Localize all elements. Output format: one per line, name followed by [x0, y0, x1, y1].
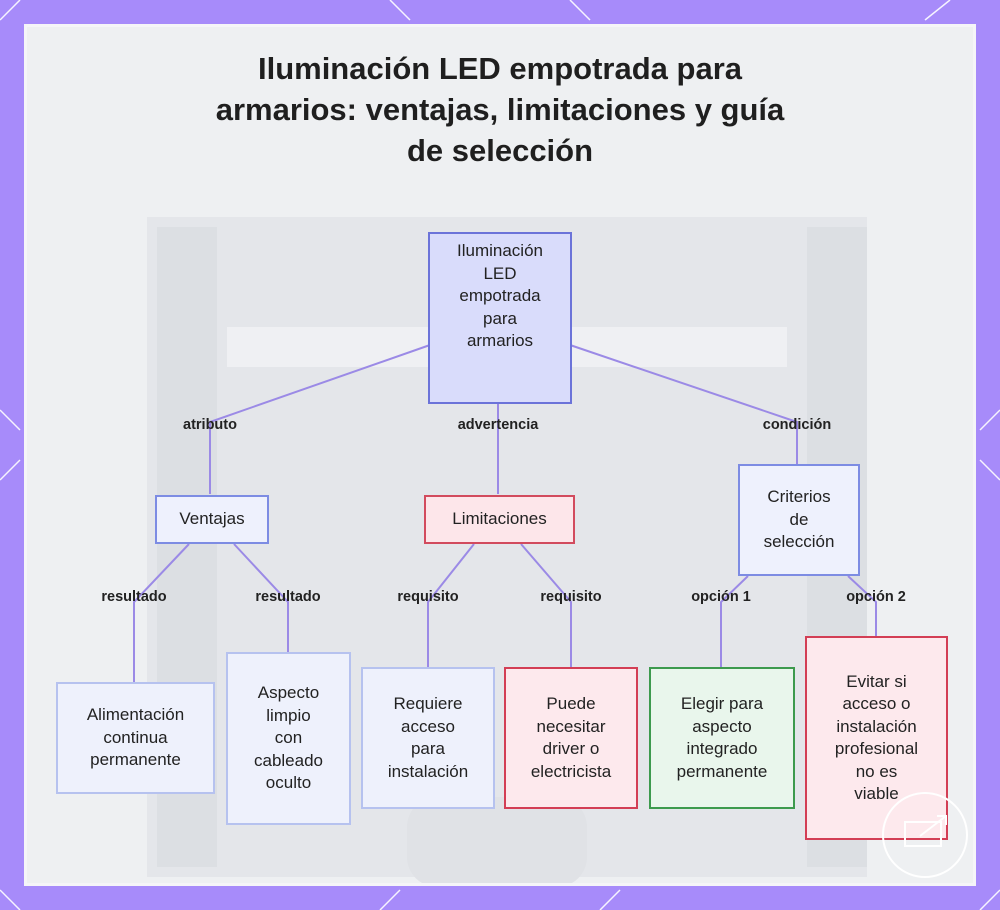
node-limitaciones: Limitaciones: [424, 495, 575, 544]
node-elegir: Elegir para aspecto integrado permanente: [649, 667, 795, 809]
node-evitar-label: Evitar si acceso o instalación profesion…: [835, 671, 918, 806]
diagram-title: Iluminación LED empotrada para armarios:…: [200, 48, 800, 171]
node-ventajas: Ventajas: [155, 495, 269, 544]
edge-criterios-evitar: [848, 576, 876, 636]
edge-label-advertencia: advertencia: [458, 417, 539, 433]
node-criterios-label: Criterios de selección: [764, 486, 835, 554]
node-aspecto: Aspecto limpio con cableado oculto: [226, 652, 351, 825]
edge-label-resultado-1: resultado: [101, 589, 166, 605]
node-aspecto-label: Aspecto limpio con cableado oculto: [254, 682, 323, 795]
node-criterios: Criterios de selección: [738, 464, 860, 576]
node-alimentacion: Alimentación continua permanente: [56, 682, 215, 794]
node-requiere: Requiere acceso para instalación: [361, 667, 495, 809]
node-alimentacion-label: Alimentación continua permanente: [87, 704, 184, 772]
edge-limitaciones-requiere: [428, 544, 474, 667]
edge-root-criterios: [570, 345, 797, 464]
node-ventajas-label: Ventajas: [179, 508, 244, 531]
node-root-label: Iluminación LED empotrada para armarios: [457, 240, 543, 353]
edge-label-requisito-1: requisito: [397, 589, 458, 605]
edge-ventajas-alimentacion: [134, 544, 189, 682]
edge-label-condicion: condición: [763, 417, 831, 433]
edge-label-opcion-2: opción 2: [846, 589, 906, 605]
expand-arrow-icon[interactable]: [880, 790, 970, 880]
edge-label-resultado-2: resultado: [255, 589, 320, 605]
edge-label-requisito-2: requisito: [540, 589, 601, 605]
node-requiere-label: Requiere acceso para instalación: [388, 693, 468, 783]
node-limitaciones-label: Limitaciones: [452, 508, 547, 531]
node-puede: Puede necesitar driver o electricista: [504, 667, 638, 809]
edge-label-opcion-1: opción 1: [691, 589, 751, 605]
edge-root-ventajas: [210, 345, 430, 494]
node-puede-label: Puede necesitar driver o electricista: [531, 693, 611, 783]
edge-label-atributo: atributo: [183, 417, 237, 433]
node-elegir-label: Elegir para aspecto integrado permanente: [677, 693, 768, 783]
edge-limitaciones-puede: [521, 544, 571, 667]
node-root: Iluminación LED empotrada para armarios: [428, 232, 572, 404]
